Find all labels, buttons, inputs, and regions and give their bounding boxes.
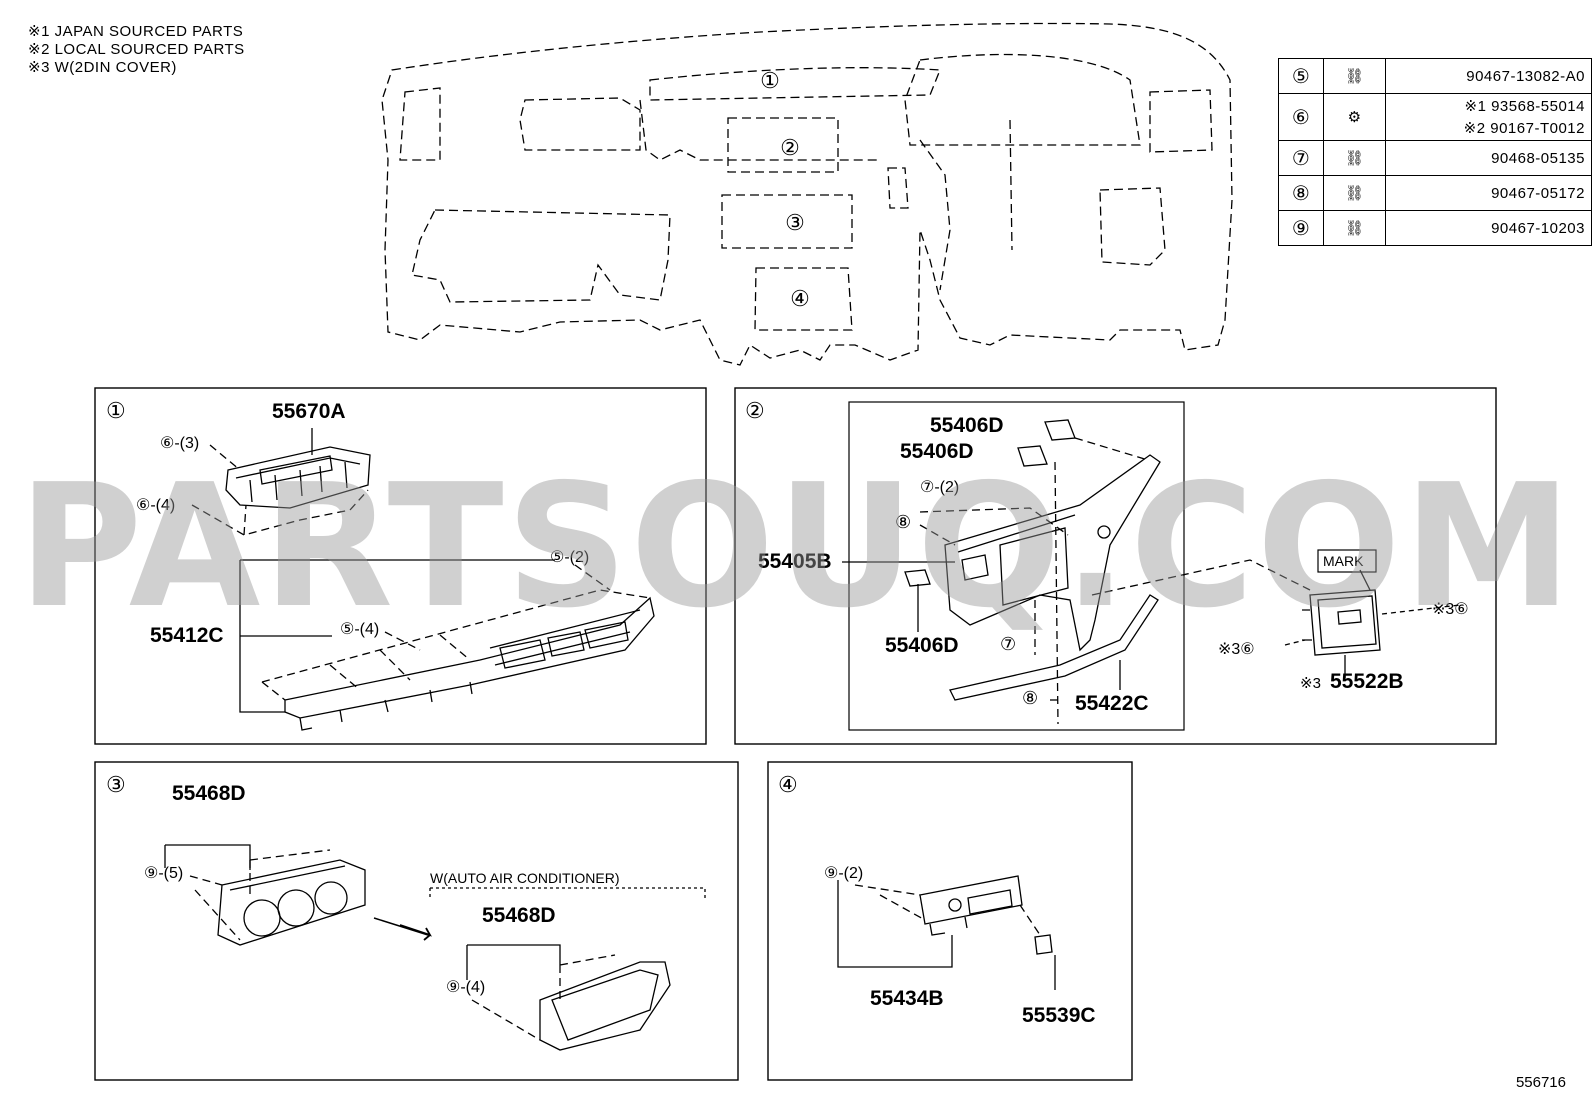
panel-1-ref: ①: [106, 398, 126, 423]
callout-7-2: ⑦-(2): [920, 479, 959, 496]
part-label-55539C: 55539C: [1022, 1004, 1096, 1027]
callout-8-a: ⑧: [895, 512, 911, 532]
part-55670A-drawing: [225, 446, 371, 509]
part-label-55412C: 55412C: [150, 624, 224, 647]
part-55468D-drawing: [217, 859, 366, 946]
part-label-55405B: 55405B: [758, 550, 832, 573]
panel-3-frame: [94, 761, 739, 1081]
mark-box: [1317, 549, 1377, 573]
callout-5-2: ⑤-(2): [550, 549, 589, 566]
part-label-55670A: 55670A: [272, 400, 346, 423]
callout-6-4: ⑥-(4): [136, 497, 175, 514]
part-label-55434B: 55434B: [870, 987, 944, 1010]
side-callout-3-6-left: ※3⑥: [1218, 641, 1255, 658]
callout-7: ⑦: [1000, 634, 1016, 654]
arrow-icon: [399, 924, 432, 941]
part-55422C-drawing: [949, 594, 1159, 701]
note-2din: ※3 W(2DIN COVER): [28, 59, 177, 76]
legend-ref: ⑨: [1278, 210, 1324, 246]
overview-ref-3: ③: [785, 210, 805, 235]
legend-row: ⑧ ⛓ 90467-05172: [1278, 175, 1592, 211]
legend-part: 90468-05135: [1384, 140, 1592, 176]
dashboard-outline: [381, 22, 1233, 366]
figure-number: 556716: [1515, 1074, 1566, 1091]
legend-ref: ⑧: [1278, 175, 1324, 211]
legend-ref: ⑦: [1278, 140, 1324, 176]
mark-label: MARK: [1323, 553, 1364, 569]
part-55412C-drawing: [284, 596, 655, 731]
clip-icon: ⛓: [1344, 185, 1364, 202]
legend-part-japan: ※1 93568-55014: [1464, 98, 1585, 115]
legend-ref: ⑥: [1278, 93, 1324, 141]
legend-row: ⑦ ⛓ 90468-05135: [1278, 140, 1592, 176]
callout-8-b: ⑧: [1022, 688, 1038, 708]
legend-part: 90467-10203: [1384, 210, 1592, 246]
clip-icon: ⛓: [1344, 220, 1364, 237]
legend-part: 90467-05172: [1384, 175, 1592, 211]
part-label-55406D-c: 55406D: [885, 634, 959, 657]
panel-1-frame: [94, 387, 707, 745]
part-label-55522B: 55522B: [1330, 670, 1404, 693]
overview-ref-2: ②: [780, 135, 800, 160]
callout-9-4: ⑨-(4): [446, 979, 485, 996]
legend-ref: ⑤: [1278, 58, 1324, 94]
screw-icon: ⚙: [1347, 109, 1362, 126]
fastener-legend: ⑤ ⛓ 90467-13082-A0 ⑥ ⚙ ※1 93568-55014 ※2…: [1278, 58, 1592, 246]
panel-2-frame: [734, 387, 1497, 745]
note-marker-3-55522B: ※3: [1300, 675, 1321, 692]
callout-9-5: ⑨-(5): [144, 865, 183, 882]
callout-6-3: ⑥-(3): [160, 435, 199, 452]
callout-9-2: ⑨-(2): [824, 865, 863, 882]
part-55522B-drawing: [1302, 589, 1381, 656]
legend-row: ⑥ ⚙ ※1 93568-55014 ※2 90167-T0012: [1278, 93, 1592, 141]
side-callout-3-6-right: ※3⑥: [1432, 601, 1469, 618]
part-55539C-drawing: [1034, 934, 1053, 955]
legend-part: 90467-13082-A0: [1384, 58, 1592, 94]
part-label-55468D-a: 55468D: [172, 782, 246, 805]
panel-3-ref: ③: [106, 772, 126, 797]
panel-2-ref: ②: [745, 398, 765, 423]
legend-row: ⑨ ⛓ 90467-10203: [1278, 210, 1592, 246]
callout-5-4: ⑤-(4): [340, 621, 379, 638]
legend-part-local: ※2 90167-T0012: [1463, 120, 1585, 137]
part-label-55468D-b: 55468D: [482, 904, 556, 927]
variant-label-auto-ac: W(AUTO AIR CONDITIONER): [430, 870, 620, 886]
panel-4-ref: ④: [778, 772, 798, 797]
notes: ※1 JAPAN SOURCED PARTS ※2 LOCAL SOURCED …: [28, 24, 245, 78]
clip-icon: ⛓: [1344, 150, 1364, 167]
clip-icon: ⛓: [1344, 68, 1364, 85]
part-label-55406D-b: 55406D: [900, 440, 974, 463]
panel-4-frame: [767, 761, 1133, 1081]
overview-ref-1: ①: [760, 68, 780, 93]
part-55405B-drawing: [944, 454, 1161, 652]
part-label-55406D-a: 55406D: [930, 414, 1004, 437]
note-japan: ※1 JAPAN SOURCED PARTS: [28, 23, 244, 40]
legend-row: ⑤ ⛓ 90467-13082-A0: [1278, 58, 1592, 94]
part-label-55422C: 55422C: [1075, 692, 1149, 715]
overview-refs: ① ② ③ ④: [760, 68, 810, 311]
part-55434B-drawing: [919, 875, 1023, 936]
part-55468D-auto-drawing: [539, 961, 671, 1051]
panel-labels: ① 55670A ⑥-(3) ⑥-(4) ⑤-(2) ⑤-(4) 55412C …: [106, 398, 1469, 1027]
panel-2-inner-frame: [848, 401, 1185, 731]
overview-ref-4: ④: [790, 286, 810, 311]
note-local: ※2 LOCAL SOURCED PARTS: [28, 41, 245, 58]
